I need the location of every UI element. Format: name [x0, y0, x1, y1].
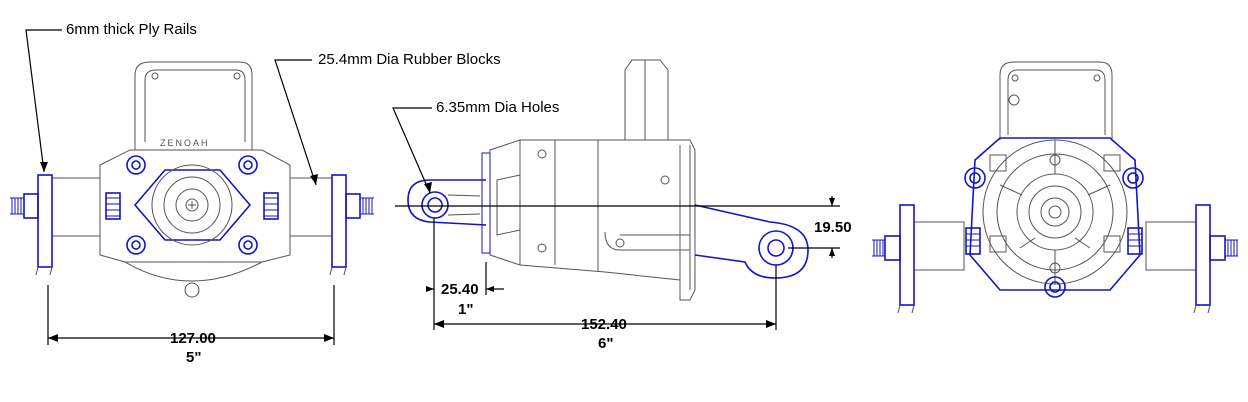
dim-width-mm: 127.00 [170, 330, 216, 347]
hole-dimension [426, 218, 504, 330]
front-view: ZENOAH [10, 61, 374, 298]
holes-leader [392, 107, 432, 194]
offset-dimension [788, 196, 840, 258]
dim-offset-mm: 19.50 [814, 219, 852, 236]
dim-width-in: 5" [186, 349, 201, 366]
dim-hole-in: 1" [458, 301, 473, 318]
dim-hole-mm: 25.40 [441, 281, 479, 298]
label-holes: 6.35mm Dia Holes [436, 99, 559, 116]
label-rubber-blocks: 25.4mm Dia Rubber Blocks [318, 51, 501, 68]
blocks-leader [274, 59, 318, 186]
length-dimension [434, 265, 777, 330]
rails-leader [25, 29, 62, 173]
rear-view [872, 61, 1238, 314]
side-view [395, 59, 840, 301]
dim-length-mm: 152.40 [581, 316, 627, 333]
width-dimension [47, 285, 335, 345]
dim-length-in: 6" [598, 335, 613, 352]
engraving-front: ZENOAH [160, 138, 210, 148]
label-ply-rails: 6mm thick Ply Rails [66, 21, 197, 38]
